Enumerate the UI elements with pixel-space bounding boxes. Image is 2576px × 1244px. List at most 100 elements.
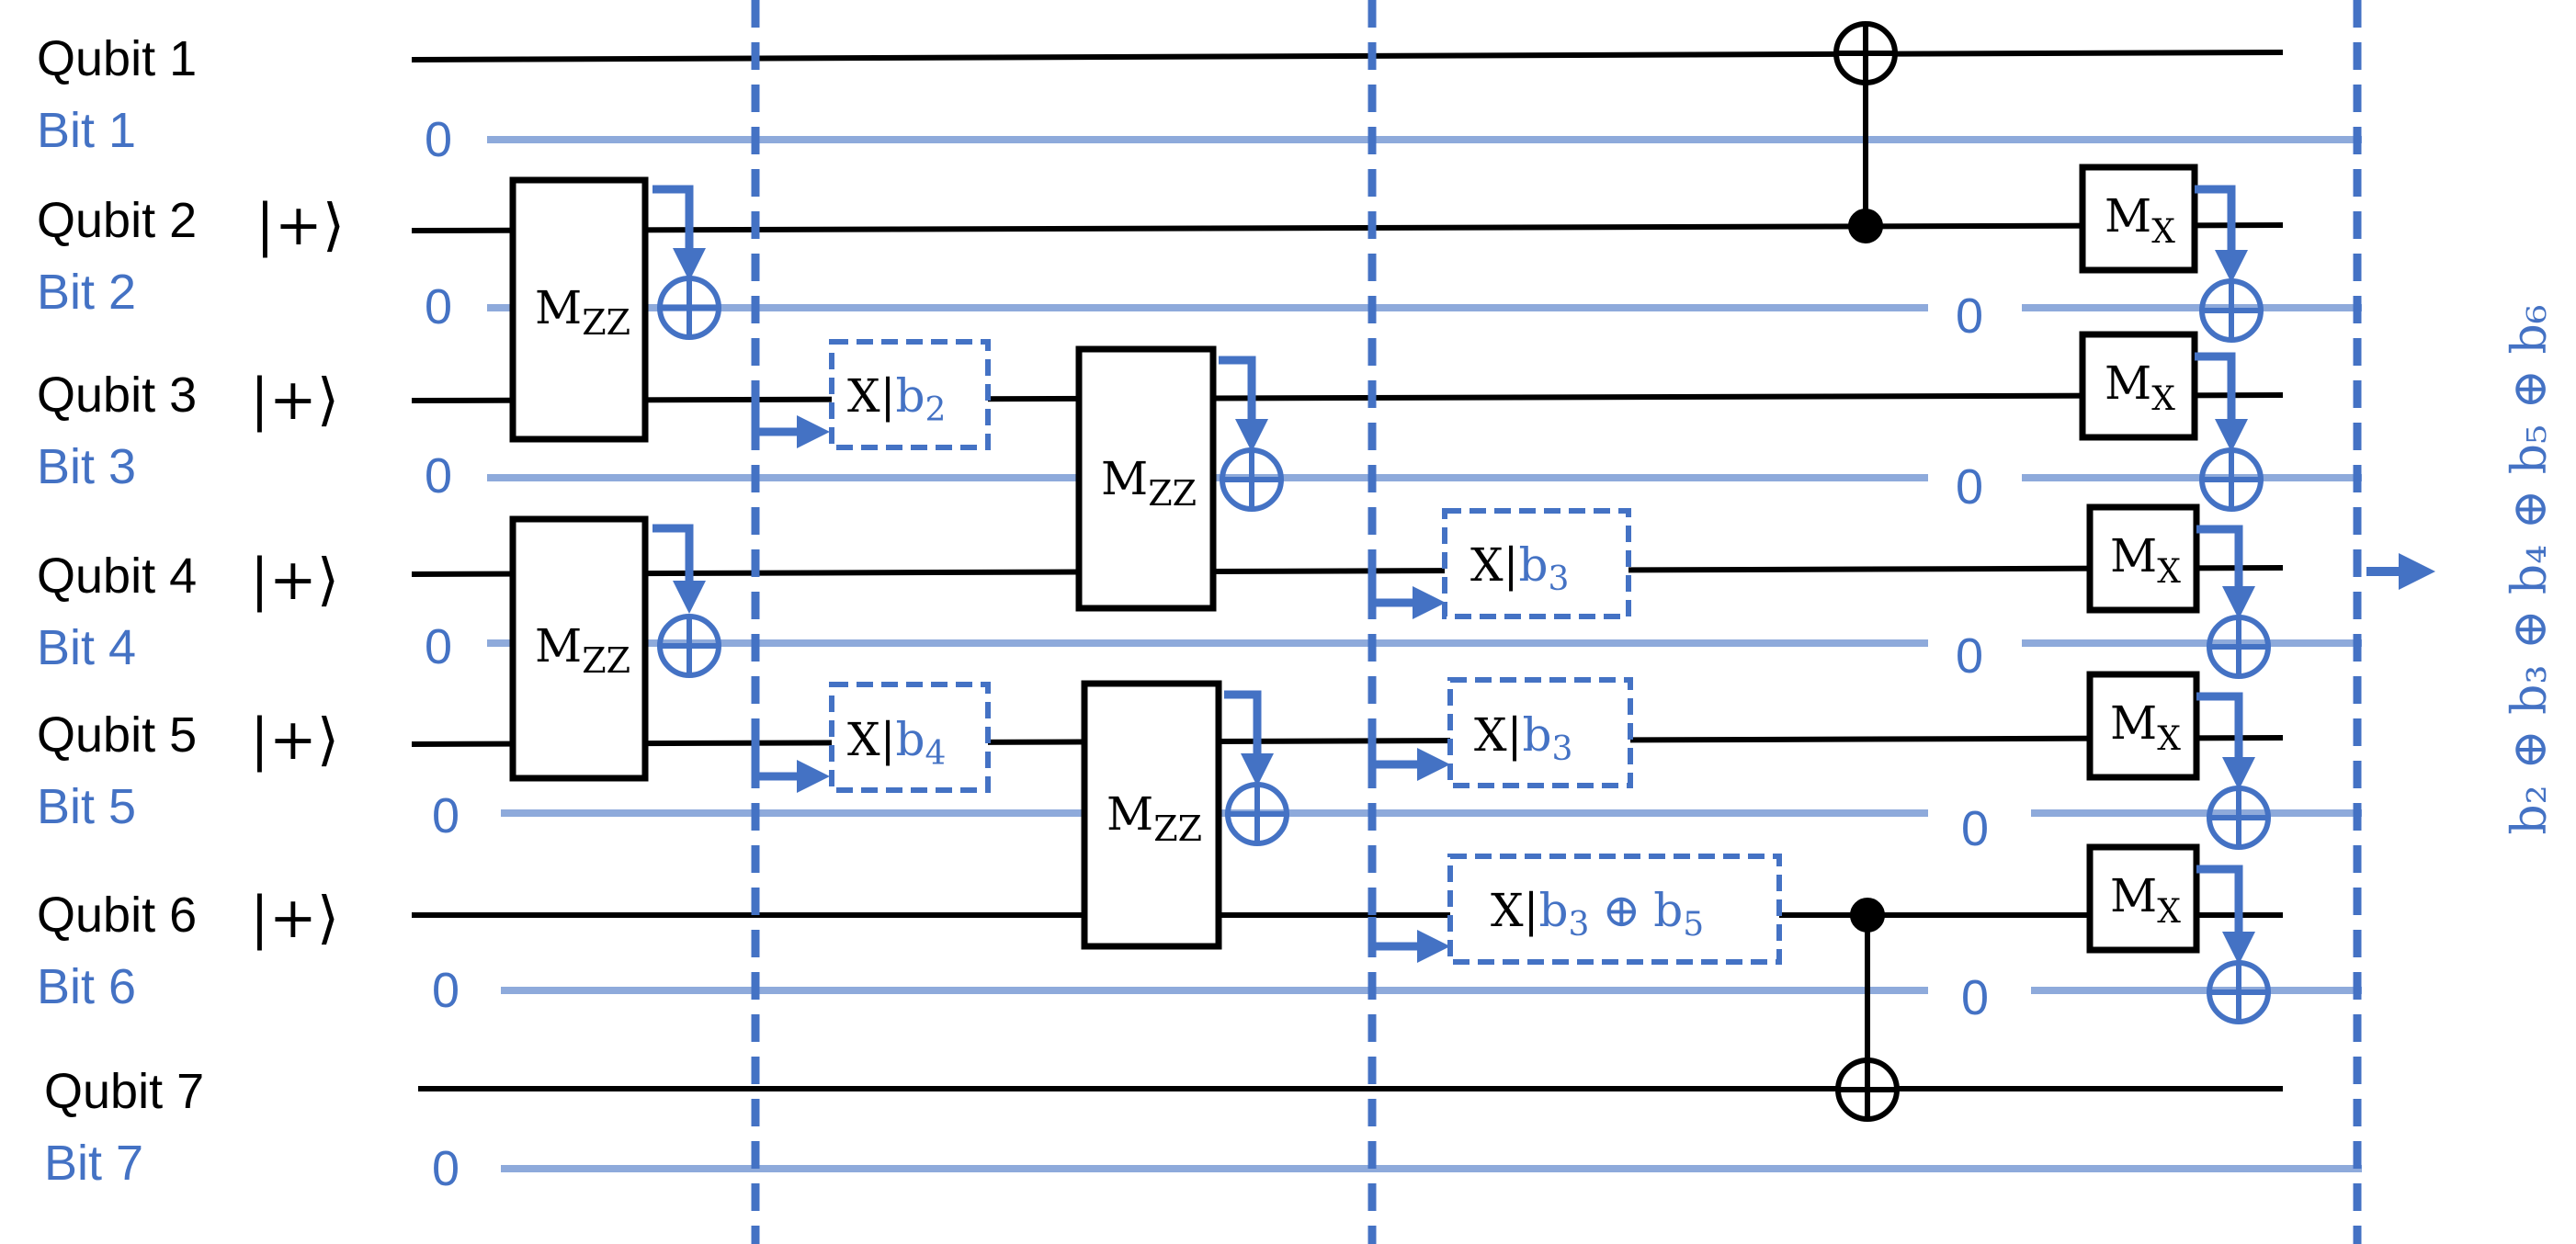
qubit-5-wire: [411, 735, 2284, 747]
mx-m: M: [2110, 696, 2157, 750]
parity-output: b₂ ⊕ b₃ ⊕ b₄ ⊕ b₅ ⊕ b₆: [2502, 304, 2558, 834]
mx-m: M: [2105, 356, 2151, 410]
b-var: b: [1653, 884, 1683, 937]
mx-gate-q2: [2079, 164, 2198, 274]
plus-state-q4: |+⟩: [250, 546, 339, 613]
mx-arrow-q2: [2195, 185, 2248, 283]
mx-label-q5: MX: [2110, 696, 2181, 758]
zero-bit6: 0: [432, 963, 460, 1018]
b-sub: 2: [925, 391, 946, 429]
qubit-1-wire: [411, 50, 2284, 62]
x-prefix: X|: [1491, 884, 1538, 937]
ctrl-arrow-xb3-q4: [1367, 574, 1446, 619]
x-gate-b3-q4: [1442, 508, 1631, 619]
x-prefix: X|: [847, 713, 895, 766]
mzz-m: M: [535, 281, 582, 334]
bit-6-label: Bit 6: [37, 959, 136, 1014]
ctrl-arrow-xb3b5-q6: [1367, 917, 1450, 963]
x-gate-b2: [829, 339, 991, 450]
plus-states: |+⟩ |+⟩ |+⟩ |+⟩ |+⟩: [250, 191, 345, 951]
mx-arrow-q3: [2195, 352, 2248, 452]
mx-arrow-q5: [2196, 692, 2255, 790]
qubit-2-label: Qubit 2: [37, 193, 197, 248]
measurement-feeds: [653, 185, 1289, 846]
cnot-gates: [1833, 21, 1900, 1122]
mzz-gates-stage1: MZZ MZZ: [509, 176, 649, 782]
plus-state-q2: |+⟩: [255, 191, 345, 258]
bit-5-label: Bit 5: [37, 779, 136, 834]
qubit-6-label: Qubit 6: [37, 888, 197, 943]
x-gate-b3-q5-label: X|b3: [1474, 708, 1572, 768]
zero-bit4: 0: [425, 619, 452, 674]
b-var: b: [1538, 884, 1568, 937]
zero-bit2-reset: 0: [1956, 288, 1983, 344]
plus-state-q5: |+⟩: [250, 706, 339, 773]
mx-sub: X: [2151, 380, 2175, 418]
qubit-4-label: Qubit 4: [37, 548, 197, 604]
mx-feeds: [2195, 185, 2271, 1024]
qubit-7-label: Qubit 7: [44, 1064, 204, 1119]
feed-arrow-q4q5: [653, 524, 706, 614]
mx-sub: X: [2157, 893, 2181, 931]
x-gate-b3b5-q6: [1447, 854, 1782, 965]
zero-bit3-reset: 0: [1956, 459, 1983, 515]
plus-state-q3: |+⟩: [250, 366, 339, 433]
bit-7-label: Bit 7: [44, 1136, 143, 1191]
feed-arrow-q3q4: [1219, 356, 1268, 452]
mx-arrow-q4: [2196, 525, 2255, 619]
x-prefix: X|: [1470, 538, 1518, 592]
b-sub: 4: [925, 735, 946, 773]
mx-label-q2: MX: [2105, 189, 2175, 251]
mzz-sub: ZZ: [582, 302, 630, 343]
b-var: b: [895, 369, 925, 423]
mx-label-q4: MX: [2110, 529, 2181, 591]
qubit-1-label: Qubit 1: [37, 31, 197, 86]
stage-dividers: [751, 0, 2362, 1244]
qubit-3-label: Qubit 3: [37, 368, 197, 423]
mzz-sub: ZZ: [1148, 473, 1197, 514]
control-arrows: [751, 402, 1450, 963]
conditional-x-gates: X|b2 X|b4 X|b3 X|b3 X|b3⊕b5: [751, 339, 1782, 965]
bit-3-label: Bit 3: [37, 439, 136, 494]
x-gate-b3b5-q6-label: X|b3⊕b5: [1491, 884, 1704, 944]
mzz-m: M: [535, 619, 582, 673]
bit-1-label: Bit 1: [37, 103, 136, 158]
mx-m: M: [2110, 869, 2157, 922]
x-gate-b3-q5: [1447, 677, 1633, 788]
b-sub: 5: [1683, 906, 1704, 944]
bit-2-label: Bit 2: [37, 265, 136, 320]
zero-inits: 0 0 0 0 0 0 0 0 0 0 0 0: [425, 112, 1989, 1196]
x-gate-b3-q4-label: X|b3: [1470, 538, 1569, 598]
mx-gate-q5: [2086, 671, 2200, 781]
mx-sub: X: [2157, 553, 2181, 591]
mzz-gate-q3q4: [1075, 345, 1217, 612]
mzz-sub: ZZ: [582, 640, 630, 681]
zero-bit7: 0: [432, 1141, 460, 1196]
classical-wires: [487, 136, 2362, 1172]
mx-arrow-q6: [2196, 865, 2255, 965]
b-var: b: [1518, 538, 1548, 592]
mx-gate-q4: [2086, 503, 2200, 614]
qubit-2-wire: [411, 222, 2284, 233]
mzz-label-q2q3: MZZ: [535, 281, 630, 343]
zero-bit5-reset: 0: [1961, 801, 1989, 856]
cnot-control-icon: [1850, 898, 1885, 933]
mzz-m: M: [1101, 452, 1148, 505]
quantum-wires: [411, 50, 2284, 1091]
mx-m: M: [2105, 189, 2151, 243]
zero-bit6-reset: 0: [1961, 970, 1989, 1025]
plus-state-q6: |+⟩: [250, 884, 339, 951]
ctrl-arrow-xb4: [751, 746, 830, 793]
mx-measurements: MX MX MX MX MX: [2079, 164, 2200, 954]
cnot-control-icon: [1848, 209, 1883, 243]
x-prefix: X|: [847, 369, 895, 423]
mx-sub: X: [2151, 213, 2175, 251]
mzz-label-q4q5: MZZ: [535, 619, 630, 681]
zero-bit3: 0: [425, 448, 452, 503]
zero-bit5: 0: [432, 788, 460, 843]
qubit-4-wire: [411, 565, 2284, 577]
zero-bit2: 0: [425, 279, 452, 334]
mx-sub: X: [2157, 720, 2181, 758]
mzz-gate-q5q6: [1081, 680, 1222, 950]
mx-m: M: [2110, 529, 2157, 582]
